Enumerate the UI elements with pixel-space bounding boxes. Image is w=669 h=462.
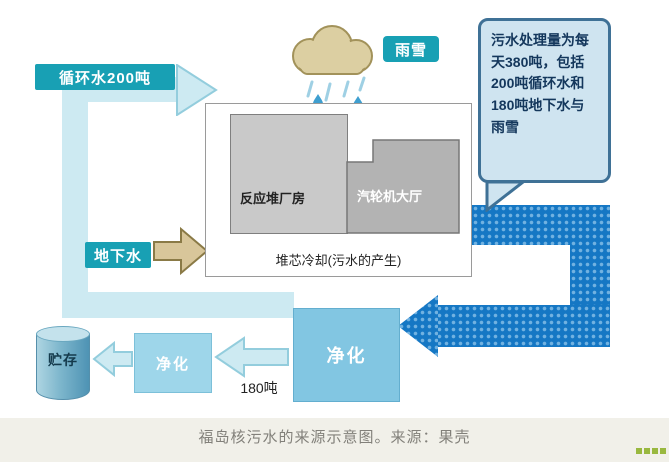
figure-caption: 福岛核污水的来源示意图。来源：果壳 [198, 429, 471, 446]
callout-bubble: 污水处理量为每天380吨，包括200吨循环水和180吨地下水与雨雪 [478, 18, 611, 183]
storage-tank: 贮存 [36, 326, 90, 406]
groundwater-label: 地下水 [85, 242, 151, 268]
purification-main-box: 净化 [293, 308, 400, 402]
storage-tank-top [36, 326, 90, 342]
purify-to-storage-arrow-icon [92, 340, 133, 378]
circulating-water-label: 循环水200吨 [35, 64, 175, 90]
storage-tank-body [36, 334, 90, 400]
pagination-dot[interactable] [660, 448, 666, 454]
reactor-building: 反应堆厂房 [230, 114, 348, 234]
circulation-path-bottom [62, 292, 294, 318]
rain-snow-label: 雨雪 [383, 36, 439, 62]
groundwater-arrow-icon [153, 226, 209, 276]
circulation-path-left [62, 77, 88, 318]
callout-text: 污水处理量为每天380吨，包括200吨循环水和180吨地下水与雨雪 [491, 32, 589, 135]
storage-label: 贮存 [48, 352, 78, 368]
treatment-flow-arrowhead-icon [398, 295, 438, 357]
footer-strip [0, 418, 669, 462]
rain-streaks-icon [306, 76, 366, 102]
reactor-building-label: 反应堆厂房 [240, 191, 306, 206]
turbine-hall-label: 汽轮机大厅 [357, 189, 423, 204]
pagination-dot[interactable] [652, 448, 658, 454]
core-cooling-caption: 堆芯冷却(污水的产生) [275, 253, 402, 268]
purification-main-label: 净化 [326, 346, 367, 366]
purification-secondary-box: 净化 [134, 333, 212, 393]
flow-180-label: 180吨 [240, 380, 278, 396]
rain-cloud-icon [292, 25, 373, 119]
purification-secondary-label: 净化 [155, 355, 190, 373]
pagination-dots [636, 448, 666, 454]
circulation-arrowhead-icon [176, 64, 218, 116]
treatment-flow-bottom [436, 305, 610, 347]
pagination-dot[interactable] [636, 448, 642, 454]
turbine-hall-building [346, 139, 460, 234]
callout-tail-icon [485, 180, 526, 212]
pagination-dot[interactable] [644, 448, 650, 454]
purify-to-purify-arrow-icon [214, 336, 289, 378]
plant-box: 反应堆厂房 汽轮机大厅 堆芯冷却(污水的产生) [205, 103, 472, 277]
